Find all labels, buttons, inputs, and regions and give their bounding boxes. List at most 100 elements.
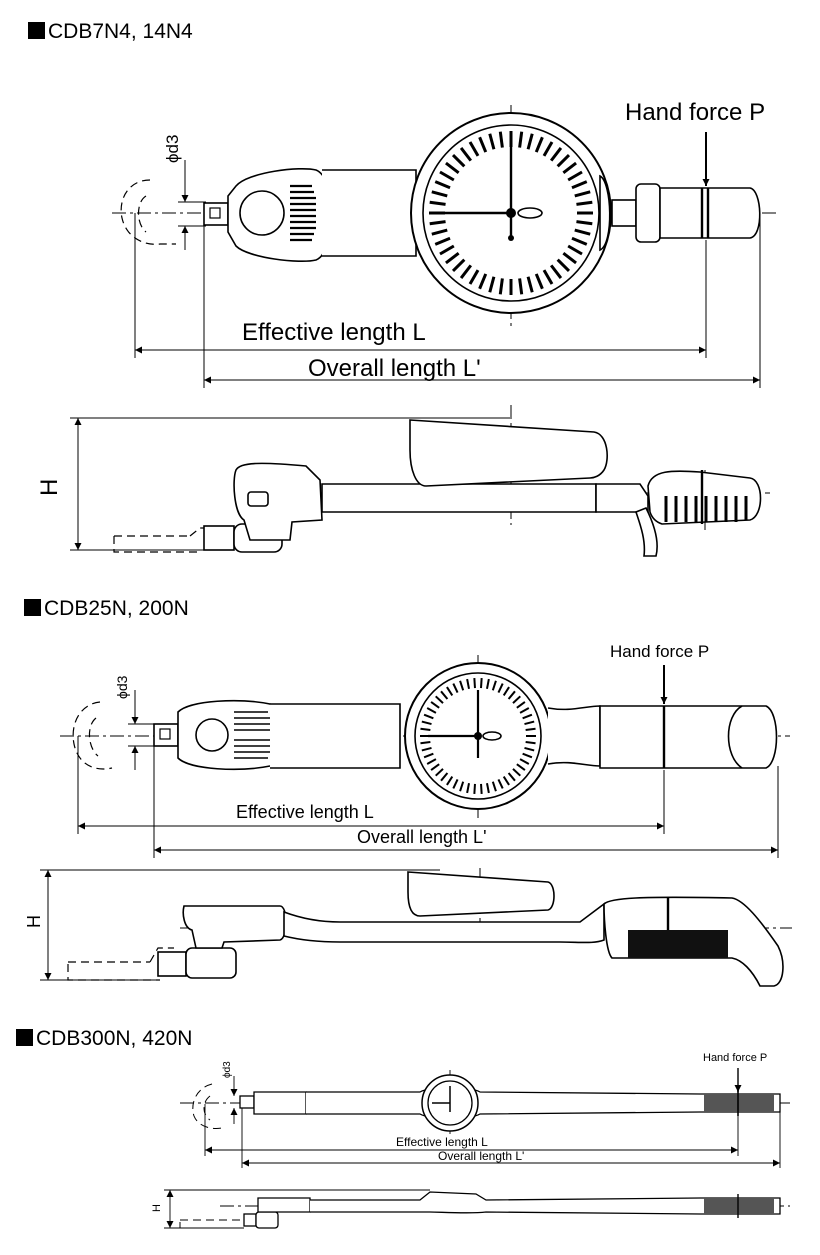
dial-tick	[488, 133, 496, 150]
effective-length-label: Effective length L	[236, 802, 374, 822]
dial-tick	[516, 763, 526, 771]
dial-tick	[507, 772, 516, 782]
dial-tick	[502, 686, 510, 697]
dial-tick	[446, 686, 454, 697]
dial-tick	[440, 690, 449, 700]
dial-tick	[522, 713, 533, 720]
section-title-text: CDB25N, 200N	[44, 597, 189, 620]
dial-tick	[526, 133, 534, 150]
head-ribs	[290, 184, 316, 242]
dial-tick	[519, 758, 530, 765]
effective-length-label: Effective length L	[396, 1135, 488, 1149]
dial-tick	[571, 236, 588, 246]
dial-tick	[556, 258, 571, 273]
hand-force-label: Hand force P	[610, 642, 709, 661]
hand-force-label: Hand force P	[625, 99, 765, 126]
dial-tick	[512, 695, 521, 704]
dial-tick	[473, 783, 476, 794]
dial-tick	[524, 720, 535, 726]
height-label: H	[24, 915, 44, 928]
dial-tick	[445, 161, 460, 175]
dial-tick	[459, 147, 473, 162]
dial-tick	[426, 758, 437, 765]
dial-tick	[478, 136, 488, 153]
dial-tick	[439, 244, 455, 256]
dial-tick	[480, 678, 483, 689]
dial-ticks	[420, 678, 536, 794]
dial-tick	[549, 264, 563, 279]
dial-tick	[562, 251, 577, 265]
dial-tick	[576, 220, 593, 226]
section-title-cdb25n: CDB25N, 200N	[24, 597, 189, 621]
height-label: H	[36, 479, 63, 496]
dial-tick	[488, 276, 496, 293]
section-title-text: CDB7N4, 14N4	[48, 20, 193, 43]
head-ribs	[234, 711, 270, 759]
dial-tick	[567, 170, 583, 182]
dial-tick	[525, 741, 536, 745]
dial-tick	[466, 678, 470, 690]
wrench-top-view-1	[112, 105, 780, 388]
dial-tick	[486, 678, 490, 690]
dial-tick	[549, 147, 563, 162]
dial-tick	[452, 779, 459, 789]
dial-tick	[451, 153, 466, 168]
dial-tick	[518, 131, 524, 148]
overall-length-label: Overall length L'	[438, 1149, 524, 1163]
wrench-top-view-3	[180, 1068, 790, 1168]
wrench-side-view-1	[70, 405, 770, 557]
dial-tick	[420, 727, 431, 731]
dial-tick	[452, 683, 459, 693]
dial-tick	[435, 768, 444, 777]
dial-tick	[466, 782, 470, 794]
dial-tick	[459, 264, 473, 279]
dial-tick	[556, 153, 571, 168]
dial-tick	[429, 220, 446, 226]
dial-tick	[430, 701, 440, 709]
height-label: H	[151, 1204, 163, 1212]
dial-tick	[542, 269, 554, 285]
dial-tick	[421, 720, 432, 726]
dial-tick	[574, 190, 591, 198]
dial-tick	[446, 775, 454, 786]
dial-tick	[526, 276, 534, 293]
dial-tick	[576, 200, 593, 206]
dial-tick	[426, 707, 437, 714]
dial-tick	[491, 680, 497, 691]
diameter-label: ϕd3	[163, 135, 182, 163]
dial-tick	[429, 200, 446, 206]
overall-length-label: Overall length L'	[357, 827, 487, 847]
wrench-top-view-2	[60, 655, 790, 858]
dial-tick	[567, 244, 583, 256]
dial-tick	[497, 779, 504, 789]
dial-tick	[440, 772, 449, 782]
dial-tick	[518, 278, 524, 295]
overall-length-label: Overall length L'	[308, 355, 481, 382]
dial-tick	[502, 775, 510, 786]
dial-tick	[542, 141, 554, 157]
dial-tick	[451, 258, 466, 273]
dial-tick	[498, 278, 504, 295]
dial-tick	[491, 781, 497, 792]
dial-tick	[497, 683, 504, 693]
dial-tick	[434, 236, 451, 246]
dial-ticks	[429, 131, 593, 295]
dial-tick	[562, 161, 577, 175]
section-title-cdb300n: CDB300N, 420N	[16, 1027, 192, 1051]
dial-tick	[468, 269, 480, 285]
dial-tick	[459, 781, 465, 792]
wrench-side-view-2	[40, 868, 792, 987]
dial-tick	[421, 746, 432, 752]
dial-tick	[525, 727, 536, 731]
dial-tick	[522, 752, 533, 759]
dial-tick	[431, 190, 448, 198]
square-bullet-icon	[16, 1029, 33, 1046]
grip-ribs	[664, 496, 748, 522]
dial-tick	[524, 746, 535, 752]
dial-tick	[574, 228, 591, 236]
dial-tick	[459, 680, 465, 691]
dial-tick	[439, 170, 455, 182]
dial-tick	[435, 695, 444, 704]
section-title-cdb7n4: CDB7N4, 14N4	[28, 20, 193, 44]
